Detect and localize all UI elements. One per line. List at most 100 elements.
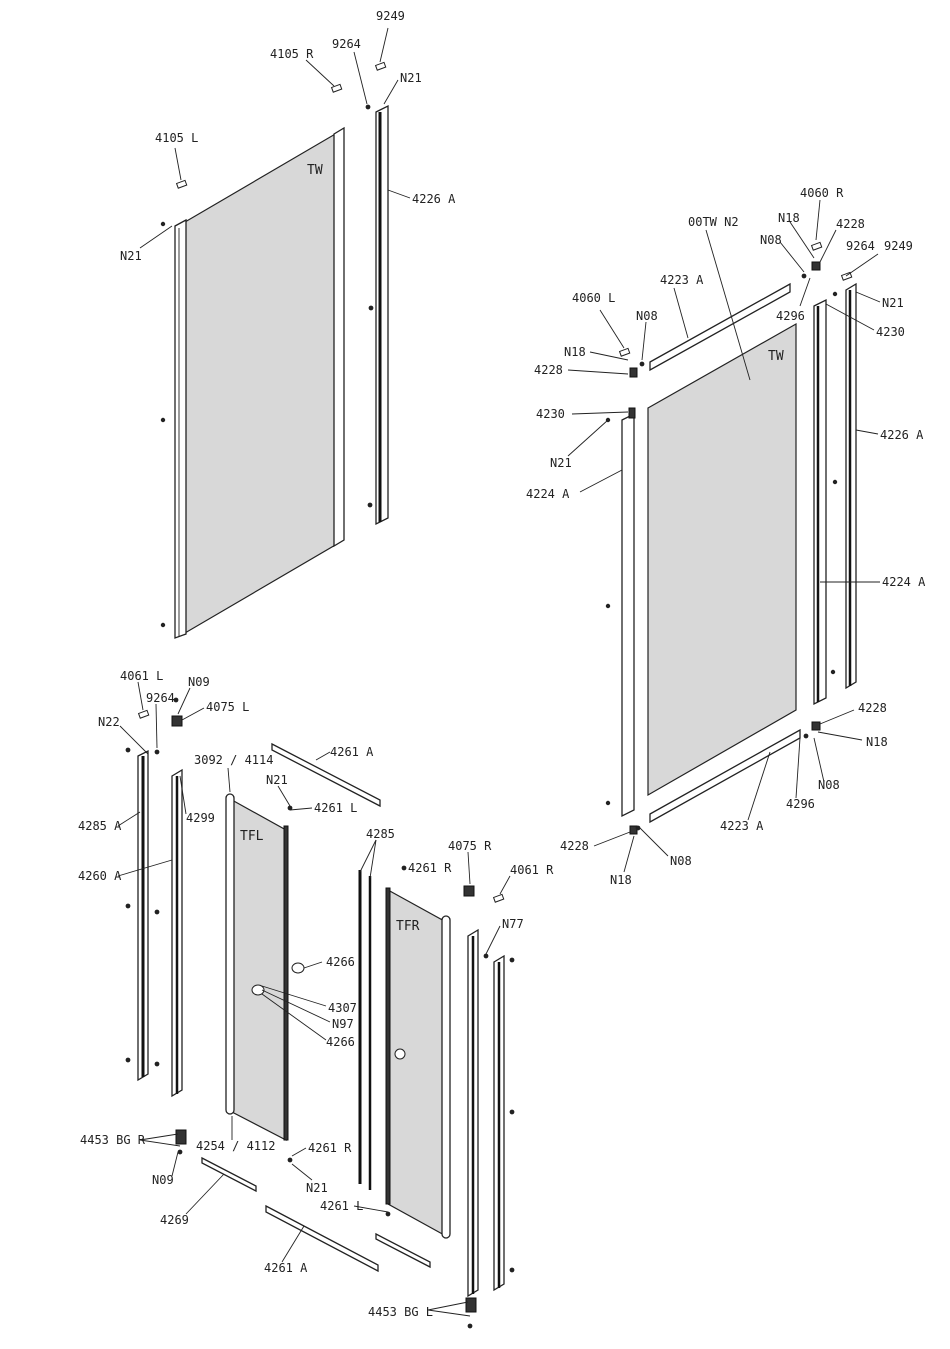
profile-4224a-left [621,412,635,818]
knob-tfr [394,1048,406,1060]
label-4223a: 4223 A [660,273,704,287]
label-4060l: 4060 L [572,291,615,305]
end-cap-4105r [330,83,343,93]
top-left-assembly: 9249 4105 R 9264 N21 4105 L TW 4226 A N2… [120,9,456,639]
label-4223a: 4223 A [720,819,764,833]
label-4226a: 4226 A [412,192,456,206]
label-4061r: 4061 R [510,863,554,877]
label-4228: 4228 [836,217,865,231]
glass-panel-tfl [231,798,287,1141]
label-n21-lower: N21 [306,1181,328,1195]
label-4307: 4307 [328,1001,357,1015]
rail-4261l-bottom [375,1232,431,1269]
label-4228: 4228 [534,363,563,377]
label-n08: N08 [670,854,692,868]
label-4060r: 4060 R [800,186,844,200]
bracket-4453bgl [465,1297,477,1313]
label-4285: 4285 [366,827,395,841]
screw [367,502,373,508]
hinge-rod-tfr [441,915,451,1239]
end-cap-4105l [175,179,188,189]
end-cap-4060r [810,241,823,251]
label-4261a-lower: 4261 A [264,1261,308,1275]
profile-4261r-strip [385,887,391,1205]
label-n21: N21 [882,296,904,310]
glass-panel-tw-left [184,131,338,635]
hinge-4075r [463,885,475,897]
label-n18: N18 [778,211,800,225]
end-cap-4060l [618,347,631,357]
end-cap-4061r [492,893,505,903]
label-4261l-lower: 4261 L [320,1199,363,1213]
label-n77: N77 [502,917,524,931]
knob-4266-top [291,962,305,974]
label-4075l: 4075 L [206,700,249,714]
label-n21: N21 [400,71,422,85]
label-tw-panel: TW [307,163,323,178]
hinge-4075l [171,715,183,727]
label-n08: N08 [760,233,782,247]
label-n09-lower: N09 [152,1173,174,1187]
label-4105r: 4105 R [270,47,314,61]
label-n08: N08 [818,778,840,792]
label-4061l: 4061 L [120,669,163,683]
label-4230: 4230 [876,325,905,339]
label-4266-lower: 4266 [326,1035,355,1049]
bracket-4228 [811,261,821,271]
label-4269: 4269 [160,1213,189,1227]
screw [368,305,374,311]
screw [160,221,166,227]
label-n08: N08 [636,309,658,323]
label-4224a: 4224 A [526,487,570,501]
label-4266: 4266 [326,955,355,969]
right-assembly: 4060 R N18 4228 00TW N2 N08 9264 9249 42… [526,186,926,887]
label-4228: 4228 [560,839,589,853]
glass-panel-tfr [387,888,447,1238]
screw [160,417,166,423]
bottom-left-assembly: 4061 L N09 9264 4075 L N22 4261 A 3092 /… [78,669,554,1329]
label-4296: 4296 [776,309,805,323]
profile-4226a-top-left [375,104,389,526]
label-n21-left: N21 [120,249,142,263]
label-4453bgl: 4453 BG L [368,1305,433,1319]
label-n18: N18 [866,735,888,749]
end-cap-9249 [374,61,387,71]
label-n97: N97 [332,1017,354,1031]
label-4260a: 4260 A [78,869,122,883]
label-4228: 4228 [858,701,887,715]
screw [365,104,371,110]
label-n21: N21 [550,456,572,470]
label-3092-4114: 3092 / 4114 [194,753,273,767]
label-4261r-lower: 4261 R [308,1141,352,1155]
label-00twn2: 00TW N2 [688,215,739,229]
label-4285a: 4285 A [78,819,122,833]
end-cap-4061l [137,709,150,719]
label-4075r: 4075 R [448,839,492,853]
label-4224a: 4224 A [882,575,926,589]
label-9264: 9264 [332,37,361,51]
label-n09: N09 [188,675,210,689]
screw [160,622,166,628]
label-tfl-panel: TFL [240,829,264,844]
bracket-4453bgr [175,1129,187,1145]
glass-panel-tw-right [647,322,797,797]
rail-4261a-bottom [265,1204,379,1273]
label-4261l: 4261 L [314,801,357,815]
label-4453bgr: 4453 BG R [80,1133,146,1147]
label-9249: 9249 [376,9,405,23]
label-4296: 4296 [786,797,815,811]
rail-4223a-top [649,282,791,372]
label-4254-4112: 4254 / 4112 [196,1139,275,1153]
frame-profile-right-edge [333,126,345,548]
knob-4266-bottom [251,984,265,996]
rail-4269 [201,1156,257,1193]
label-4105l: 4105 L [155,131,198,145]
label-4226a: 4226 A [880,428,924,442]
label-4230: 4230 [536,407,565,421]
connector-4230-left [628,407,636,419]
label-tfr-panel: TFR [396,919,420,934]
label-9264: 9264 [146,691,175,705]
label-n22: N22 [98,715,120,729]
